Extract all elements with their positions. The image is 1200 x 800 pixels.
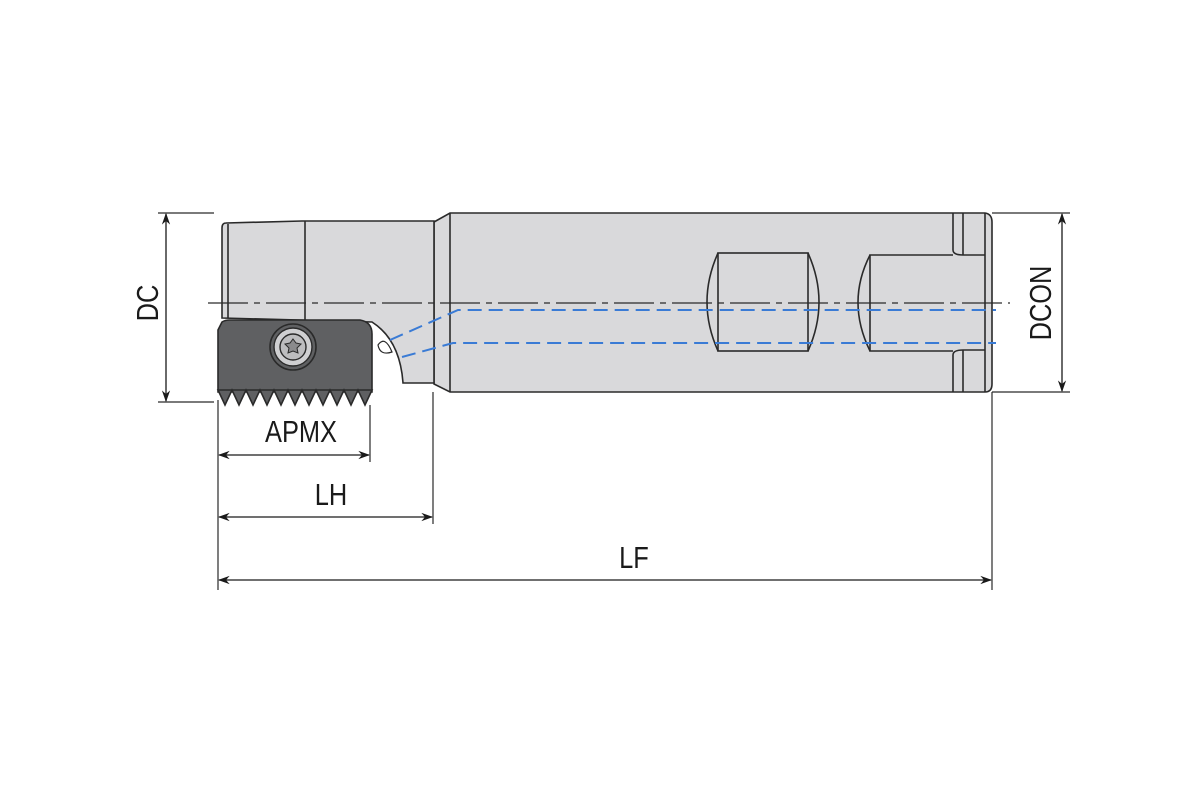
cutter-head	[221, 220, 435, 384]
coolant-channel	[389, 309, 996, 358]
insert-screw-icon	[269, 323, 317, 371]
dc-label: DC	[131, 285, 166, 322]
apmx-label: APMX	[265, 415, 337, 450]
thread-insert	[216, 319, 374, 407]
lh-label: LH	[315, 478, 347, 513]
dcon-label: DCON	[1024, 266, 1059, 341]
clamping-flat	[706, 252, 820, 352]
lf-label: LF	[619, 541, 649, 576]
